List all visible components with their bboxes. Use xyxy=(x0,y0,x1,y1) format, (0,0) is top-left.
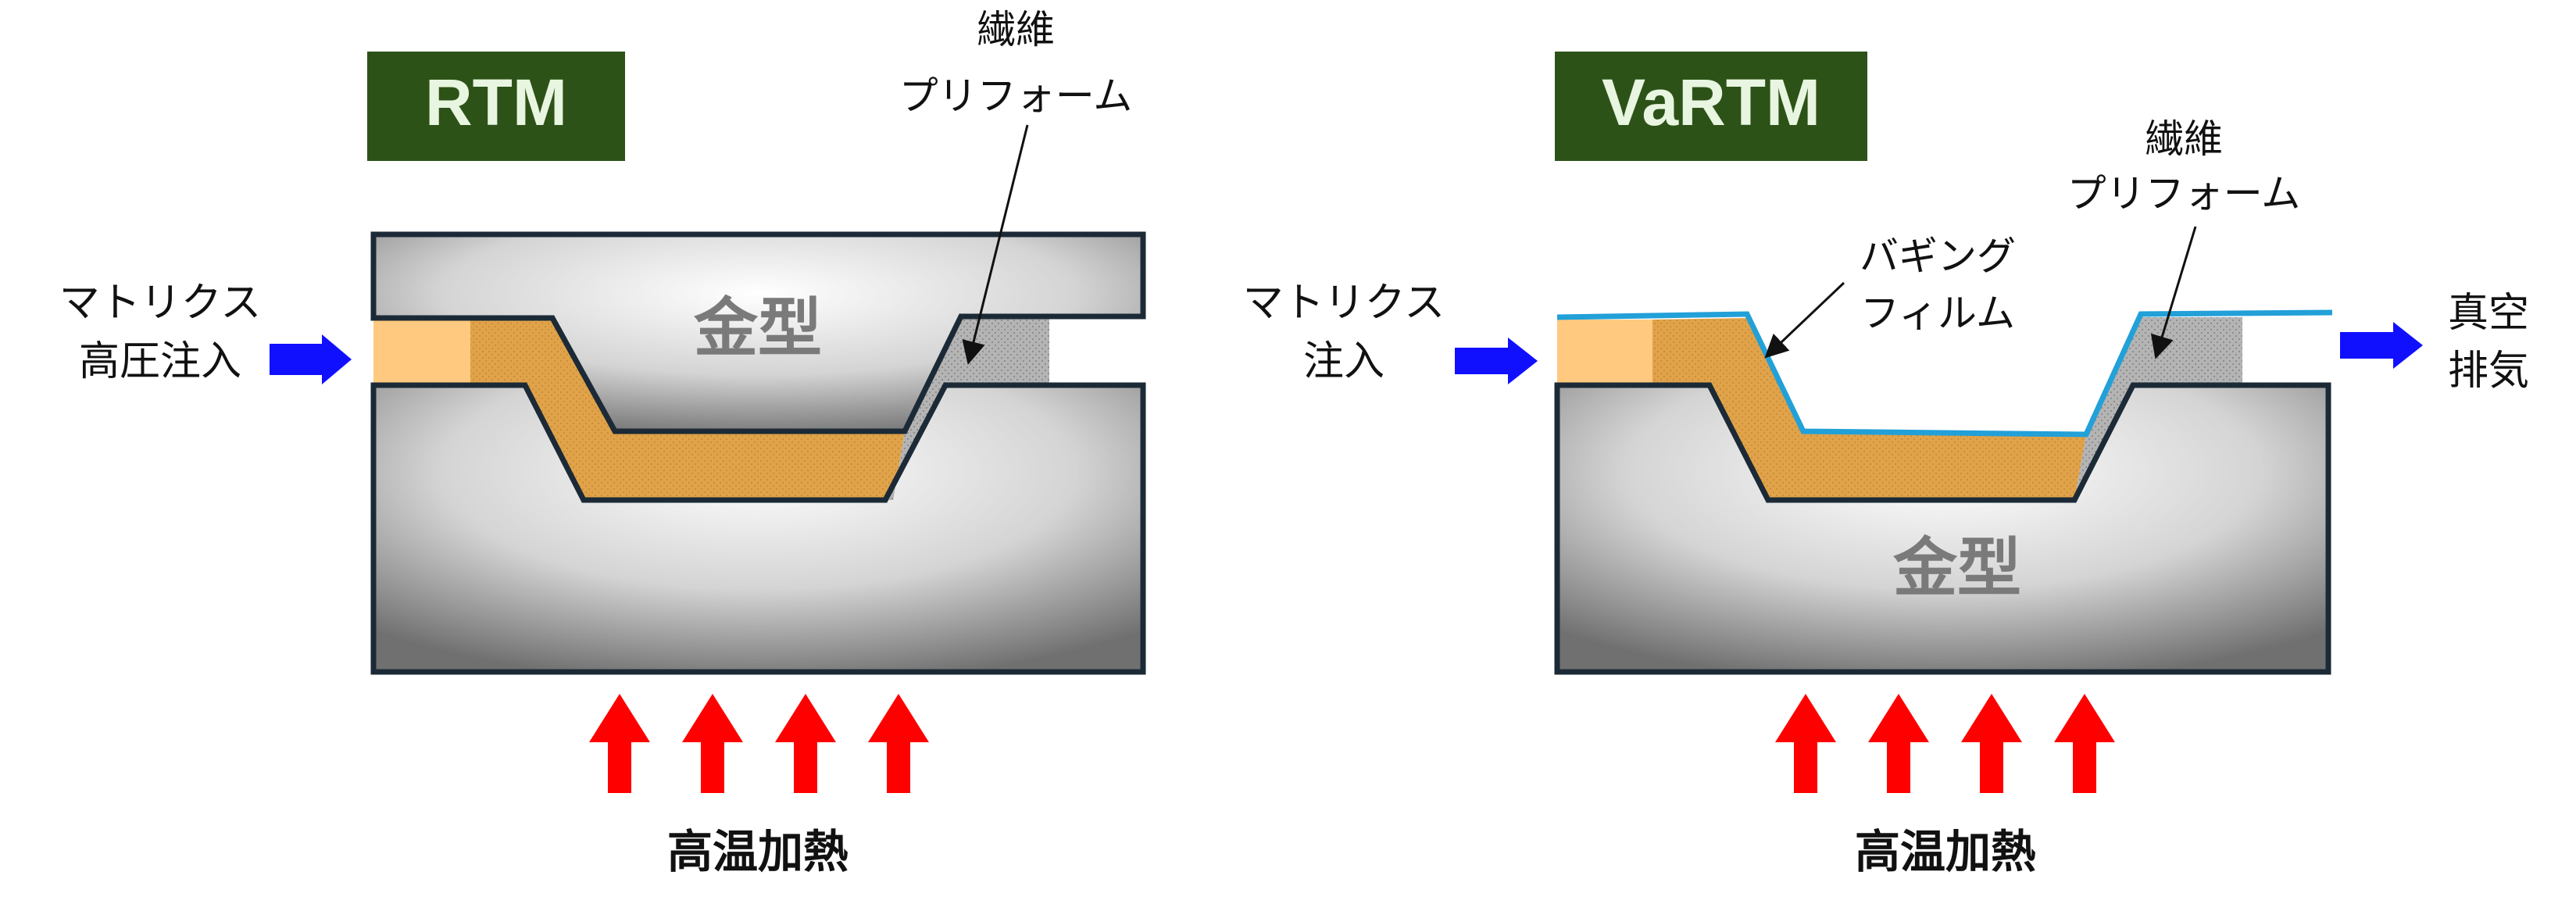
rtm-inlet-arrow xyxy=(270,334,352,384)
vartm-resin-fill xyxy=(1652,318,2086,500)
rtm-fiber-pointer xyxy=(962,124,1029,365)
vartm-inlet-arrow xyxy=(1455,338,1538,384)
vartm-film-pointer xyxy=(1764,281,1845,359)
vartm-inlet-label-line1: マトリクス xyxy=(1243,280,1445,327)
vartm-mold-label: 金型 xyxy=(1892,531,2021,606)
vartm-title: VaRTM xyxy=(1602,66,1820,139)
rtm-mold-label: 金型 xyxy=(693,291,822,366)
rtm-fiber-preform xyxy=(885,316,1049,500)
vartm-vacuum-arrow xyxy=(2340,322,2423,369)
rtm-panel: RTM 金型 繊維 プリフォーム マトリクス 高圧注入 高温加熱 xyxy=(59,7,1146,878)
vartm-fiber-label-line2: プリフォーム xyxy=(2067,171,2301,216)
vartm-heat-arrow-4 xyxy=(2054,694,2115,793)
vartm-resin-inlet xyxy=(1557,320,1652,385)
vartm-heat-arrow-1 xyxy=(1775,694,1836,793)
rtm-heat-arrows xyxy=(589,694,929,793)
vartm-heat-arrow-3 xyxy=(1961,694,2022,793)
rtm-fiber-label-line1: 繊維 xyxy=(977,7,1055,52)
vartm-panel: VaRTM 金型 繊維 プリフォーム バギング フィルム マトリクス 注入 真空… xyxy=(1243,52,2529,878)
rtm-heat-arrow-1 xyxy=(589,694,650,793)
rtm-cavity-upper-edge xyxy=(373,313,1143,434)
rtm-fiber-label-line2: プリフォーム xyxy=(899,73,1133,119)
vartm-fiber-preform xyxy=(2074,317,2242,500)
vartm-title-box xyxy=(1555,52,1867,161)
rtm-cavity-lower-edge xyxy=(373,382,1143,503)
vartm-film-label-line1: バギング xyxy=(1860,234,2016,279)
vartm-inlet-label-line2: 注入 xyxy=(1303,338,1384,385)
vartm-mold xyxy=(1554,382,2331,675)
rtm-resin-inlet xyxy=(373,318,470,385)
rtm-inlet-label-line1: マトリクス xyxy=(59,280,261,327)
vartm-heat-arrow-2 xyxy=(1868,694,1929,793)
rtm-resin-fill xyxy=(470,318,905,500)
vartm-cavity-edge xyxy=(1557,382,2328,503)
rtm-inlet-label-line2: 高圧注入 xyxy=(79,338,241,385)
vartm-bagging-film xyxy=(1556,309,2333,438)
vartm-outlet-label-line1: 真空 xyxy=(2448,290,2529,337)
vartm-fiber-pointer xyxy=(2150,226,2197,359)
vartm-fiber-label-line1: 繊維 xyxy=(2145,116,2223,162)
rtm-heat-arrow-3 xyxy=(775,694,836,793)
vartm-outlet-label-line2: 排気 xyxy=(2448,348,2529,395)
rtm-heat-arrow-2 xyxy=(682,694,743,793)
rtm-heat-arrow-4 xyxy=(868,694,929,793)
rtm-title: RTM xyxy=(425,66,567,139)
vartm-heat-label: 高温加熱 xyxy=(1855,825,2036,878)
vartm-heat-arrows xyxy=(1775,694,2115,793)
rtm-heat-label: 高温加熱 xyxy=(667,825,849,878)
rtm-title-box xyxy=(367,52,625,161)
vartm-film-label-line2: フィルム xyxy=(1860,291,2015,336)
